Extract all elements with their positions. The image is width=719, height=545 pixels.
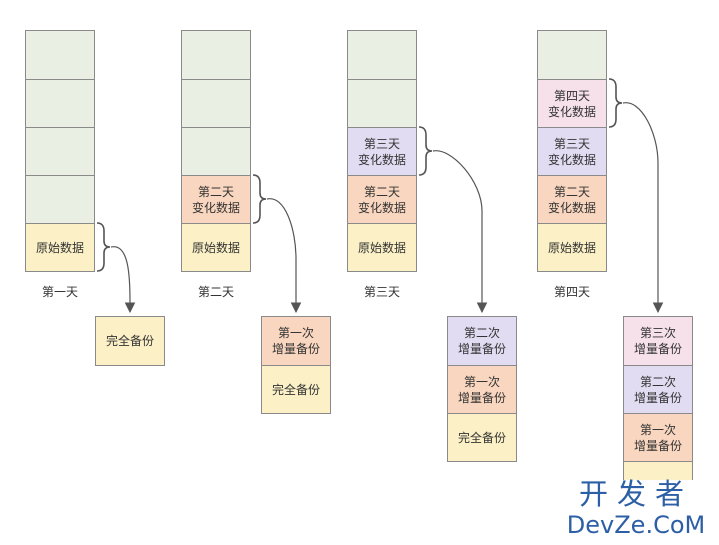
watermark-en: DevZe.CoM xyxy=(566,511,706,539)
cell-text: 增量备份 xyxy=(457,390,506,405)
backup-block: 第三次增量备份 xyxy=(624,317,692,365)
backup-block: 第二次增量备份 xyxy=(624,365,692,413)
backup-block: 第一次增量备份 xyxy=(624,413,692,461)
empty-slot xyxy=(182,127,250,175)
connector-arrow xyxy=(622,102,664,314)
empty-slot xyxy=(26,175,94,223)
watermark-cn: 开发者 xyxy=(578,477,693,511)
empty-slot xyxy=(182,79,250,127)
data-block: 原始数据 xyxy=(538,223,606,271)
backup-block: 完全备份 xyxy=(448,413,516,461)
cell-text: 增量备份 xyxy=(633,438,682,453)
data-block: 第二天变化数据 xyxy=(538,175,606,223)
backup-block: 第一次增量备份 xyxy=(262,317,330,365)
data-block: 第二天变化数据 xyxy=(348,175,416,223)
cell-text: 变化数据 xyxy=(191,200,240,215)
day-label: 第二天 xyxy=(197,285,234,299)
cell-text: 第三天 xyxy=(553,136,590,151)
brace-mark xyxy=(252,174,267,224)
empty-slot xyxy=(348,79,416,127)
cell-text: 增量备份 xyxy=(271,342,320,356)
cell-text: 变化数据 xyxy=(547,104,596,119)
cell-text: 第二次 xyxy=(639,374,676,389)
cell-text: 增量备份 xyxy=(633,342,682,356)
data-block: 原始数据 xyxy=(182,223,250,271)
day-column: 第四天变化数据第三天变化数据第二天变化数据原始数据 xyxy=(537,30,607,272)
data-block: 第三天变化数据 xyxy=(538,127,606,175)
cell-text: 变化数据 xyxy=(547,200,596,215)
cell-text: 变化数据 xyxy=(357,200,406,215)
empty-slot xyxy=(26,79,94,127)
brace-mark xyxy=(418,126,433,176)
cell-text: 第三天 xyxy=(363,136,400,151)
backup-stack: 第二次增量备份第一次增量备份完全备份 xyxy=(447,316,517,462)
cell-text: 第一次 xyxy=(277,326,314,340)
cell-text: 第二次 xyxy=(463,326,500,340)
day-label: 第四天 xyxy=(553,285,590,299)
data-block: 原始数据 xyxy=(348,223,416,271)
backup-stack: 第一次增量备份完全备份 xyxy=(261,316,331,414)
day-column: 原始数据 xyxy=(25,30,95,272)
cell-text: 原始数据 xyxy=(191,240,240,255)
cell-text: 第二天 xyxy=(197,184,234,199)
cell-text: 完全备份 xyxy=(105,334,154,348)
day-label: 第三天 xyxy=(363,285,400,299)
site-watermark: 开发者 DevZe.CoM xyxy=(560,477,712,540)
data-block: 第二天变化数据 xyxy=(182,175,250,223)
data-block: 第三天变化数据 xyxy=(348,127,416,175)
cell-text: 完全备份 xyxy=(271,382,320,397)
data-block: 原始数据 xyxy=(26,223,94,271)
backup-stack: 完全备份 xyxy=(95,316,165,366)
day-column: 第二天变化数据原始数据 xyxy=(181,30,251,272)
day-column: 第三天变化数据第二天变化数据原始数据 xyxy=(347,30,417,272)
connector-arrow xyxy=(110,246,136,314)
backup-stack: 第三次增量备份第二次增量备份第一次增量备份 xyxy=(623,316,693,480)
connector-arrow xyxy=(266,198,302,314)
cell-text: 第二天 xyxy=(363,184,400,199)
cell-text: 增量备份 xyxy=(457,342,506,356)
cell-text: 原始数据 xyxy=(357,240,406,255)
backup-block: 第一次增量备份 xyxy=(448,365,516,413)
cell-text: 第四天 xyxy=(553,88,590,103)
cell-text: 增量备份 xyxy=(633,390,682,405)
brace-mark xyxy=(96,222,111,272)
connector-arrow xyxy=(432,150,488,314)
cell-text: 原始数据 xyxy=(35,240,84,255)
cell-text: 第二天 xyxy=(553,184,590,199)
cell-text: 变化数据 xyxy=(547,152,596,167)
cell-text: 变化数据 xyxy=(357,152,406,167)
cell-text: 第一次 xyxy=(463,374,500,389)
cell-text: 完全备份 xyxy=(457,430,506,445)
backup-block: 完全备份 xyxy=(262,365,330,413)
brace-mark xyxy=(608,78,623,128)
backup-block: 完全备份 xyxy=(96,317,164,365)
empty-slot xyxy=(26,127,94,175)
backup-block: 第二次增量备份 xyxy=(448,317,516,365)
cell-text: 第一次 xyxy=(639,422,676,437)
cell-text: 原始数据 xyxy=(547,240,596,255)
day-label: 第一天 xyxy=(41,285,78,299)
data-block: 第四天变化数据 xyxy=(538,79,606,127)
cell-text: 第三次 xyxy=(639,326,676,340)
backup-block xyxy=(624,461,692,479)
